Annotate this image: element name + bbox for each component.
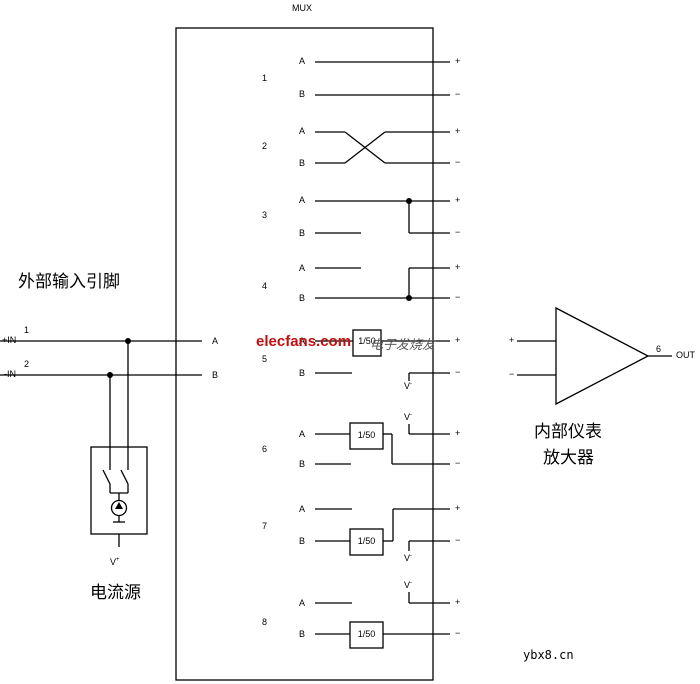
divider-box-5	[352, 329, 382, 357]
mode-4-plus: +	[455, 262, 461, 272]
mux-input-a: A	[212, 336, 219, 346]
mode-number-5: 5	[262, 354, 268, 364]
current-source-label: 电流源	[90, 583, 141, 603]
junction-dot	[107, 372, 113, 378]
amp-plus-label: +	[509, 335, 515, 345]
mode-1-minus: −	[455, 89, 461, 99]
divider-label-8: 1/50	[357, 629, 376, 639]
mode-2-a-label: A	[299, 126, 306, 136]
mode-1-b-label: B	[299, 89, 306, 99]
mode-number-3: 3	[262, 210, 268, 220]
mode-5-b-label: B	[299, 368, 306, 378]
mode-number-6: 6	[262, 444, 268, 454]
amplifier-triangle	[555, 306, 650, 406]
mode-5-minus: −	[455, 367, 461, 377]
mux-box	[175, 27, 434, 681]
mode-5-a-label: A	[299, 336, 306, 346]
amp-output-pin-number: 6	[656, 344, 662, 354]
mode-7-minus: −	[455, 535, 461, 545]
mode-number-7: 7	[262, 521, 268, 531]
mode-2-plus: +	[455, 126, 461, 136]
mode-number-4: 4	[262, 281, 268, 291]
junction-dot	[125, 338, 131, 344]
vminus-label-6: V-	[404, 412, 413, 422]
neg-in-pin-number: 2	[24, 359, 30, 369]
mode-4-a-label: A	[299, 263, 306, 273]
mode-8-b-label: B	[299, 629, 306, 639]
mode-3-plus: +	[455, 195, 461, 205]
mode-4-minus: −	[455, 292, 461, 302]
mode-8-plus: +	[455, 597, 461, 607]
mode-6-minus: −	[455, 458, 461, 468]
junction-dot	[406, 198, 412, 204]
vminus-label-8: V-	[404, 580, 413, 590]
mux-input-b: B	[212, 370, 219, 380]
mode-5-plus: +	[455, 335, 461, 345]
inamp-label-line2: 放大器	[543, 448, 594, 468]
mode-number-2: 2	[262, 141, 268, 151]
mode-8-a-label: A	[299, 598, 306, 608]
divider-label-5: 1/50	[358, 336, 376, 346]
amp-minus-label: −	[509, 369, 515, 379]
mode-7-plus: +	[455, 503, 461, 513]
mode-6-b-label: B	[299, 459, 306, 469]
vminus-label-7: V-	[404, 553, 413, 563]
mode-8-minus: −	[455, 628, 461, 638]
inamp-label-line1: 内部仪表	[534, 422, 602, 442]
site-watermark: ybx8.cn	[523, 648, 574, 662]
mode-6-a-label: A	[299, 429, 306, 439]
mode-3-b-label: B	[299, 228, 306, 238]
divider-box-7	[349, 528, 384, 556]
mode-7-a-label: A	[299, 504, 306, 514]
divider-box-6	[349, 422, 384, 450]
vminus-label-5: V-	[404, 381, 413, 391]
mode-number-8: 8	[262, 617, 268, 627]
watermark-brand: elecfans.com	[256, 333, 352, 350]
mode-6-plus: +	[455, 428, 461, 438]
external-pins-label: 外部输入引脚	[18, 272, 120, 292]
junction-dot	[406, 295, 412, 301]
pos-in-pin-number: 1	[24, 325, 30, 335]
mode-number-1: 1	[262, 73, 268, 83]
mode-4-b-label: B	[299, 293, 306, 303]
watermark-brand-cn: 电子发烧友	[370, 338, 436, 353]
divider-label-6: 1/50	[357, 430, 376, 440]
mode-2-minus: −	[455, 157, 461, 167]
mode-3-a-label: A	[299, 195, 306, 205]
mode-7-b-label: B	[299, 536, 306, 546]
mode-3-minus: −	[455, 227, 461, 237]
vplus-label: V+	[110, 557, 120, 567]
pos-in-label: +IN	[2, 335, 17, 345]
mode-2-b-label: B	[299, 158, 306, 168]
divider-label-7: 1/50	[357, 536, 376, 546]
amp-output-label: OUT	[676, 350, 695, 360]
mode-1-a-label: A	[299, 56, 306, 66]
neg-in-label: -IN	[4, 369, 16, 379]
divider-box-8	[349, 621, 384, 649]
mux-title: MUX	[292, 3, 312, 13]
mode-1-plus: +	[455, 56, 461, 66]
